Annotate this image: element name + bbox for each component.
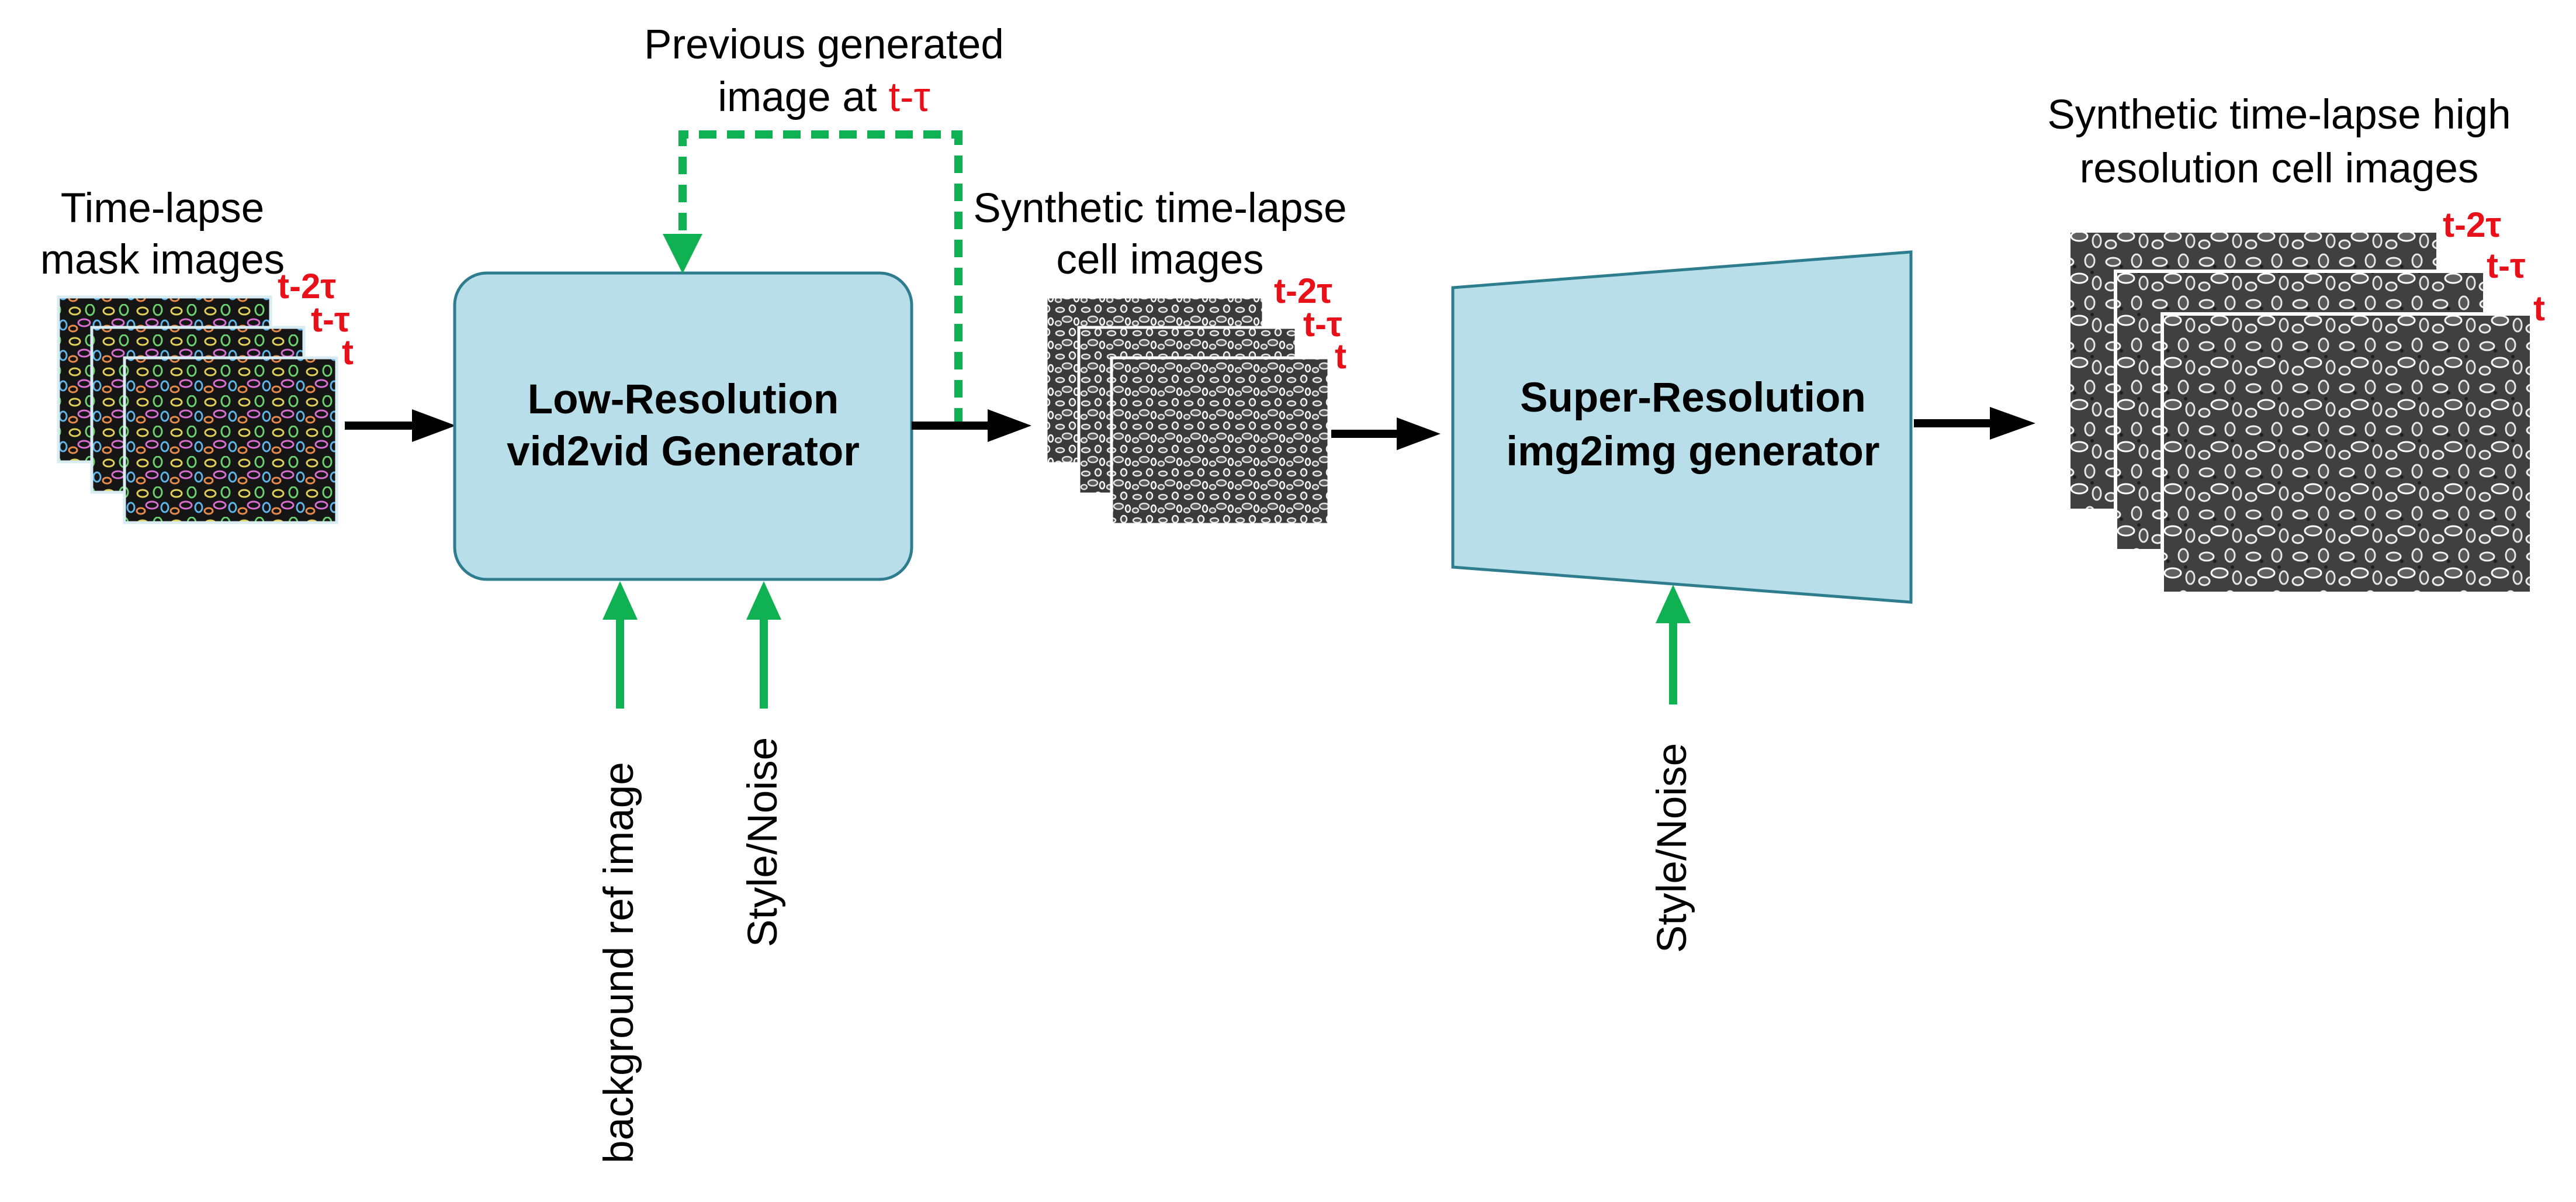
style-noise-label-lowres: Style/Noise — [740, 737, 786, 947]
mask-image-stack — [57, 295, 338, 524]
mask-tag-t: t — [342, 333, 354, 372]
synthetic-high-frame-t — [2160, 312, 2533, 595]
synthetic-high-tag-t-2tau: t-2τ — [2443, 205, 2501, 244]
synthetic-high-title-2: resolution cell images — [2080, 146, 2479, 192]
mask-frame-t — [123, 356, 338, 524]
synthetic-low-frame-t — [1110, 356, 1331, 526]
arrow-synthetic-to-superres — [1331, 417, 1441, 450]
style-noise-label-superres: Style/Noise — [1649, 743, 1695, 953]
arrow-lowres-to-synthetic — [912, 409, 1031, 442]
synthetic-low-tag-t-2tau: t-2τ — [1274, 271, 1332, 310]
superres-generator-title-2: img2img generator — [1506, 429, 1879, 475]
mask-tag-t-tau: t-τ — [311, 300, 350, 339]
synthetic-high-tag-t: t — [2533, 289, 2545, 328]
lowres-generator-box — [453, 271, 913, 581]
synthetic-high-image-stack — [2067, 229, 2533, 595]
feedback-label-prefix: image at — [718, 74, 888, 120]
arrow-style-noise-input-superres — [1656, 585, 1691, 704]
mask-title-line-2: mask images — [40, 237, 285, 283]
lowres-generator-title-1: Low-Resolution — [528, 377, 839, 423]
arrow-superres-to-highres — [1914, 407, 2035, 440]
mask-tag-t-2tau: t-2τ — [278, 267, 336, 306]
feedback-label-line-2: image at t-τ — [718, 74, 930, 120]
arrow-style-noise-input-lowres — [746, 581, 781, 709]
arrow-mask-to-lowres — [345, 409, 456, 442]
synthetic-low-tag-t: t — [1335, 337, 1346, 376]
arrow-background-ref-input — [603, 581, 638, 709]
feedback-label-line-1: Previous generated — [644, 22, 1004, 68]
synthetic-high-tag-t-tau: t-τ — [2487, 246, 2526, 285]
synthetic-high-title-1: Synthetic time-lapse high — [2047, 92, 2511, 138]
synthetic-low-image-stack — [1044, 295, 1331, 526]
feedback-loop-arrow — [663, 130, 962, 426]
superres-generator-title-1: Super-Resolution — [1520, 375, 1866, 421]
synthetic-low-title-1: Synthetic time-lapse — [973, 185, 1346, 232]
lowres-generator-title-2: vid2vid Generator — [507, 429, 860, 475]
mask-title-line-1: Time-lapse — [61, 185, 265, 232]
background-ref-label: background ref image — [596, 762, 642, 1163]
feedback-label-time: t-τ — [888, 74, 930, 120]
synthetic-low-tag-t-tau: t-τ — [1303, 305, 1342, 344]
synthetic-low-title-2: cell images — [1056, 237, 1263, 283]
superres-generator-box — [1451, 250, 1913, 604]
